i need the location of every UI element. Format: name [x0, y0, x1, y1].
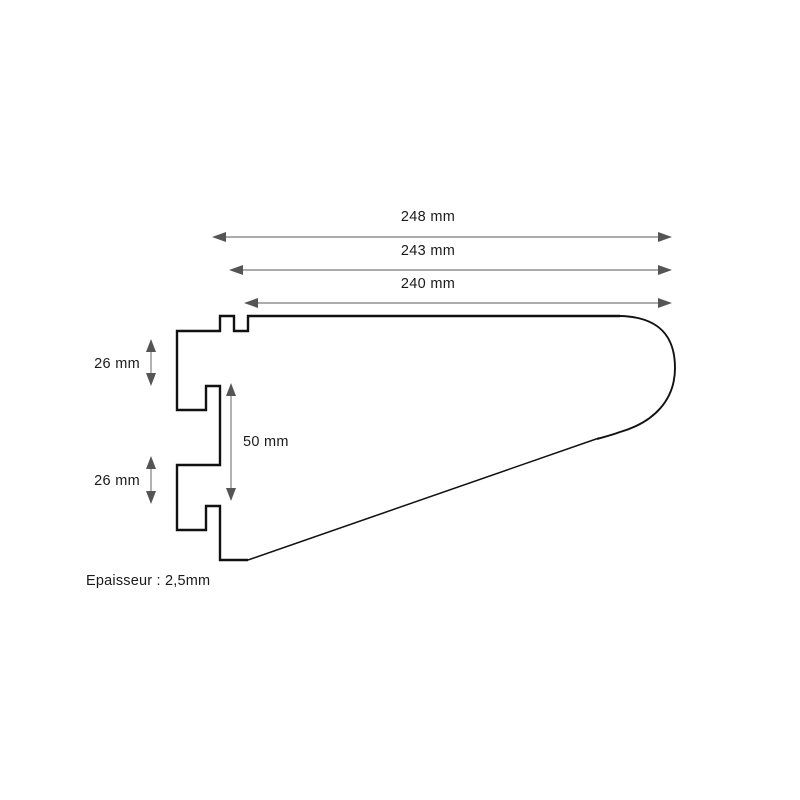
dimension-26mm-top: 26 mm	[94, 339, 156, 386]
dimension-248mm-arrowhead-left	[212, 232, 226, 242]
dimension-248mm-label: 248 mm	[401, 209, 455, 225]
dimension-50mm-label: 50 mm	[243, 434, 289, 450]
dimension-26mm-bottom-arrowhead-up	[146, 456, 156, 469]
dimension-50mm-arrowhead-down	[226, 488, 236, 501]
bracket-outline-path	[175, 314, 620, 562]
dimension-243mm-label: 243 mm	[401, 243, 455, 259]
dimension-240mm-arrowhead-left	[244, 298, 258, 308]
dimension-243mm-arrowhead-right	[658, 265, 672, 275]
dimension-26mm-bottom-arrowhead-down	[146, 491, 156, 504]
dimension-243mm-arrowhead-left	[229, 265, 243, 275]
dimension-243mm: 243 mm	[229, 243, 672, 275]
dimension-240mm: 240 mm	[244, 276, 672, 308]
dimension-240mm-label: 240 mm	[401, 276, 455, 292]
dimension-26mm-bottom: 26 mm	[94, 456, 156, 504]
dimension-26mm-top-arrowhead-up	[146, 339, 156, 352]
bracket-diagonal-edge	[247, 437, 600, 561]
dimension-26mm-bottom-label: 26 mm	[94, 473, 140, 489]
bracket-profile	[175, 314, 676, 562]
thickness-note-label: Epaisseur : 2,5mm	[86, 573, 210, 589]
dimension-248mm: 248 mm	[212, 209, 672, 242]
dimension-26mm-top-arrowhead-down	[146, 373, 156, 386]
bracket-nose-arc	[596, 315, 676, 440]
dimension-240mm-arrowhead-right	[658, 298, 672, 308]
dimension-26mm-top-label: 26 mm	[94, 356, 140, 372]
dimension-50mm-arrowhead-up	[226, 383, 236, 396]
dimension-50mm: 50 mm	[226, 383, 289, 501]
dimension-248mm-arrowhead-right	[658, 232, 672, 242]
